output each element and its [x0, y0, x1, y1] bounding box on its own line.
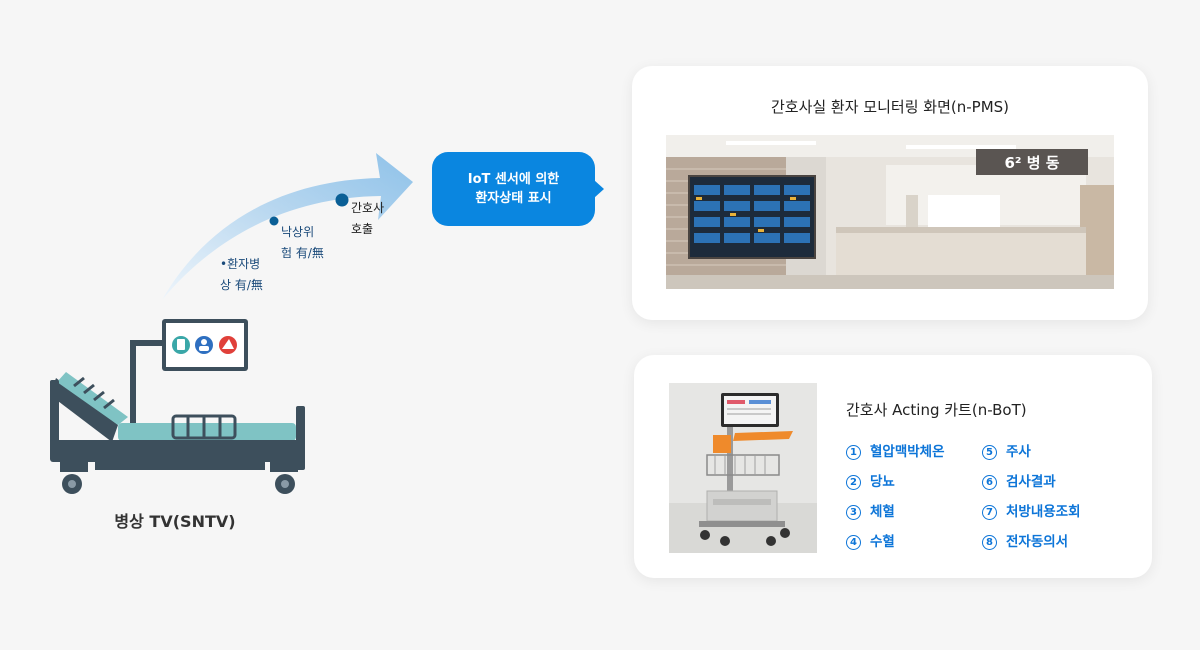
circled-number: 3 [846, 504, 861, 520]
list-item: 4 수혈 [846, 527, 945, 557]
arrow-label-line: •환자병 [220, 257, 261, 271]
nurse-station-title: 간호사실 환자 모니터링 화면(n-PMS) [770, 98, 1010, 116]
function-list-right: 5 주사 6 검사결과 7 처방내용조회 8 전자동의서 [982, 437, 1081, 557]
arrow-dot-fall [269, 216, 279, 226]
iot-status-bubble: IoT 센서에 의한 환자상태 표시 [432, 152, 604, 226]
list-item: 6 검사결과 [982, 467, 1081, 497]
acting-cart-title: 간호사 Acting 카트(n-BoT) [846, 401, 1027, 419]
ward-sign: 6² 병 동 [1004, 154, 1059, 172]
list-item: 8 전자동의서 [982, 527, 1081, 557]
list-item-label: 수혈 [870, 534, 895, 550]
circled-number: 2 [846, 474, 861, 490]
bed-illustration [50, 319, 305, 494]
list-item: 3 체혈 [846, 497, 945, 527]
list-item: 1 혈압맥박체온 [846, 437, 945, 467]
acting-cart-card: 간호사 Acting 카트(n-BoT) 1 혈압맥박체온 2 당뇨 3 체혈 4 수혈… [634, 355, 1152, 578]
flow-arrow [162, 153, 413, 300]
circled-number: 5 [982, 444, 997, 460]
circled-number: 8 [982, 534, 997, 550]
bubble-line: 환자상태 표시 [475, 191, 552, 206]
arrow-label-line: 낙상위 [281, 225, 315, 239]
circled-number: 1 [846, 444, 861, 460]
list-item-label: 혈압맥박체온 [870, 444, 945, 460]
arrow-dot-call [335, 193, 349, 207]
list-item-label: 주사 [1006, 444, 1031, 460]
bed-label: 병상 TV(SNTV) [114, 512, 236, 531]
acting-cart-photo [669, 383, 817, 553]
list-item-label: 검사결과 [1006, 474, 1056, 490]
list-item-label: 처방내용조회 [1006, 504, 1081, 520]
list-item: 7 처방내용조회 [982, 497, 1081, 527]
circled-number: 6 [982, 474, 997, 490]
list-item: 2 당뇨 [846, 467, 945, 497]
list-item: 5 주사 [982, 437, 1081, 467]
nurse-station-photo: 6² 병 동 [666, 135, 1114, 289]
arrow-label-line: 호출 [351, 222, 374, 236]
arrow-label-line: 상 有/無 [220, 278, 263, 292]
arrow-label-nurse-call: 간호사 호출 [351, 198, 384, 240]
circled-number: 4 [846, 534, 861, 550]
arrow-label-fall-risk: 낙상위 험 有/無 [281, 222, 324, 264]
arrow-label-line: 간호사 [351, 201, 385, 215]
circled-number: 7 [982, 504, 997, 520]
arrow-label-bed-occupancy: •환자병 상 有/無 [220, 254, 263, 296]
nurse-station-card: 간호사실 환자 모니터링 화면(n-PMS) [632, 66, 1148, 320]
list-item-label: 당뇨 [870, 474, 895, 490]
function-list-left: 1 혈압맥박체온 2 당뇨 3 체혈 4 수혈 [846, 437, 945, 557]
list-item-label: 체혈 [870, 504, 895, 520]
bubble-line: IoT 센서에 의한 [467, 172, 560, 187]
list-item-label: 전자동의서 [1006, 534, 1069, 550]
arrow-label-line: 험 有/無 [281, 246, 324, 260]
